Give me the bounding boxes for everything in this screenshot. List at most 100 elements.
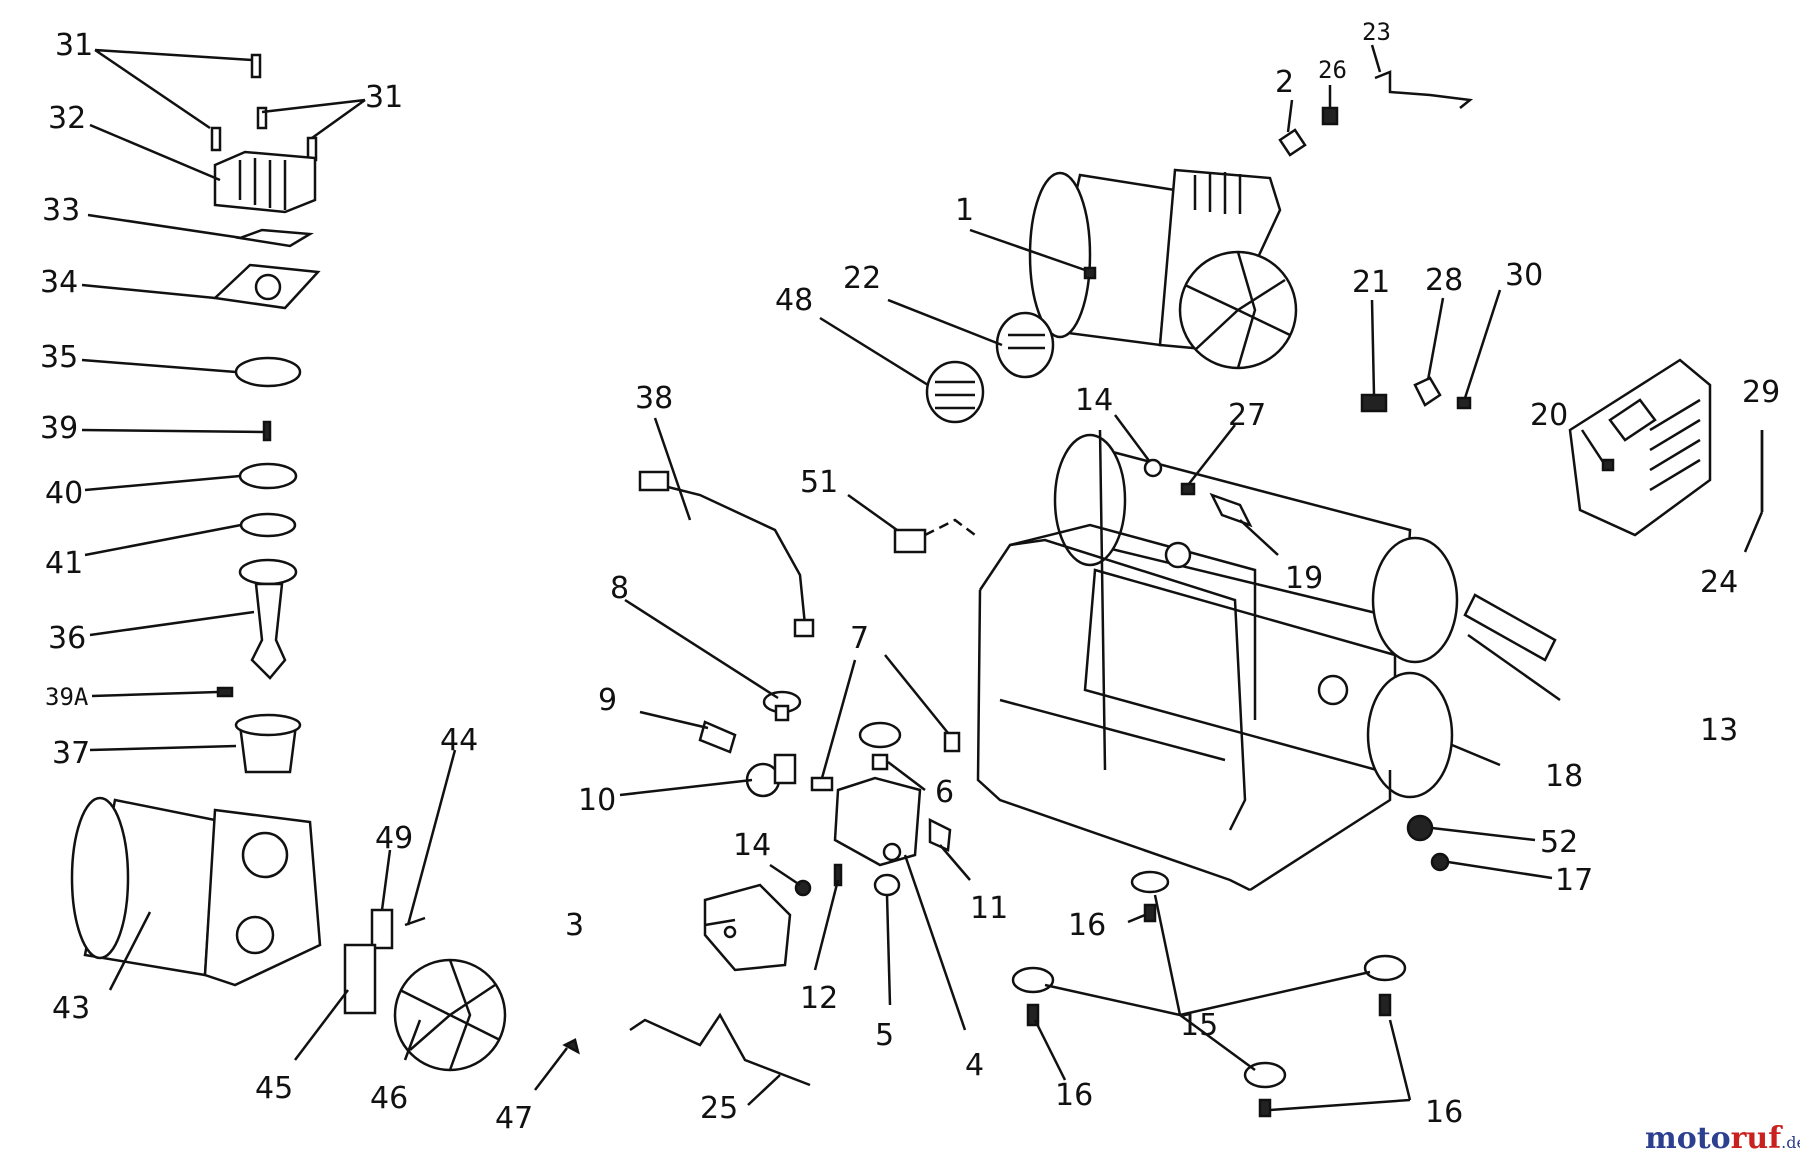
callout-36: 36 <box>48 621 86 656</box>
callout-4: 4 <box>965 1048 984 1083</box>
callout-12: 12 <box>800 981 838 1016</box>
bolt-part <box>210 126 222 152</box>
nut-part <box>1406 814 1434 842</box>
motor-end-cap <box>70 796 130 960</box>
valve-plate-part <box>212 263 321 310</box>
knob-stem <box>774 704 790 722</box>
upper-tank-end-right <box>1371 536 1459 664</box>
callout-7: 7 <box>850 621 869 656</box>
nipple-part <box>810 776 834 792</box>
outlet-tube-part <box>629 1012 811 1087</box>
callout-34: 34 <box>40 265 78 300</box>
callout-11: 11 <box>970 891 1008 926</box>
callout-2: 2 <box>1275 65 1294 100</box>
small-parts-top-right <box>1278 70 1474 413</box>
callout-27: 27 <box>1228 398 1266 433</box>
screw-part <box>1026 1003 1040 1027</box>
frame-upright <box>1098 429 1107 771</box>
callout-14: 14 <box>1075 383 1113 418</box>
motor-bracket-bore <box>235 915 275 955</box>
callout-9: 9 <box>598 683 617 718</box>
callout-31: 31 <box>55 28 93 63</box>
watermark-part-c: .de <box>1781 1133 1800 1152</box>
check-valve-part <box>873 873 901 897</box>
intake-filter-grille <box>1008 333 1045 350</box>
fitting-part <box>928 817 952 852</box>
callout-10: 10 <box>578 783 616 818</box>
watermark-part-b: ruf <box>1731 1121 1784 1156</box>
motor-end-cap <box>1028 171 1092 339</box>
callout-30: 30 <box>1505 258 1543 293</box>
callout-13: 13 <box>1700 713 1738 748</box>
fitting-part <box>1278 128 1307 157</box>
lower-tank-end-right <box>1366 671 1454 799</box>
callout-28: 28 <box>1425 263 1463 298</box>
frame-cross-bar <box>999 698 1226 762</box>
callout-33: 33 <box>42 193 80 228</box>
watermark-text: motoruf.de <box>1645 1121 1800 1156</box>
rubber-foot-part <box>1130 870 1170 894</box>
frame-base-rail <box>976 589 1251 892</box>
callout-32: 32 <box>48 101 86 136</box>
capacitor-part <box>343 943 377 1015</box>
motor-bracket-bore <box>241 831 289 879</box>
filter-cap-grille <box>935 380 975 410</box>
connecting-rod-part <box>238 558 298 586</box>
nipple-part <box>943 731 961 753</box>
switch-part <box>370 908 394 950</box>
callout-29: 29 <box>1742 375 1780 410</box>
callout-52: 52 <box>1540 825 1578 860</box>
callout-16: 16 <box>1425 1095 1463 1130</box>
callout-21: 21 <box>1352 265 1390 300</box>
callout-51: 51 <box>800 465 838 500</box>
tank-valve-part <box>1143 458 1163 478</box>
pump-head-fins <box>1193 172 1242 214</box>
motoruf-watermark: motoruf.de <box>1645 1121 1800 1156</box>
callout-19: 19 <box>1285 561 1323 596</box>
power-cord-plug <box>638 470 670 492</box>
motor-fan-part <box>1178 250 1298 370</box>
drain-valve-part <box>893 528 927 554</box>
bolt-part <box>256 106 268 130</box>
tube-part <box>1374 70 1474 109</box>
head-gasket-part <box>235 228 314 248</box>
callout-14: 14 <box>733 828 771 863</box>
callout-31: 31 <box>365 80 403 115</box>
valve-plate-port <box>254 273 282 301</box>
tank-valve-part <box>1209 492 1253 528</box>
screw-part <box>262 420 272 442</box>
cylinder-head-fins <box>238 158 287 210</box>
callout-17: 17 <box>1555 863 1593 898</box>
switch-part <box>1413 376 1442 407</box>
watermark-part-a: moto <box>1645 1121 1731 1156</box>
callout-47: 47 <box>495 1101 533 1136</box>
power-cord-end <box>793 618 815 638</box>
motor-assembly-left <box>70 796 811 1087</box>
callout-45: 45 <box>255 1071 293 1106</box>
callout-23: 23 <box>1362 18 1391 46</box>
callout-40: 40 <box>45 476 83 511</box>
motor-bracket-part <box>203 808 322 987</box>
callout-5: 5 <box>875 1018 894 1053</box>
callout-43: 43 <box>52 991 90 1026</box>
bracket-part <box>1360 393 1388 413</box>
nut-part <box>1321 106 1339 126</box>
o-ring-part <box>234 356 302 388</box>
callout-25: 25 <box>700 1091 738 1126</box>
screw-part <box>1143 903 1157 923</box>
callout-15: 15 <box>1180 1008 1218 1043</box>
callout-24: 24 <box>1700 565 1738 600</box>
screw-part <box>1378 993 1392 1017</box>
callout-1: 1 <box>955 193 974 228</box>
regulator-stem <box>871 753 889 771</box>
tank-frame-assembly <box>976 429 1557 1118</box>
callout-8: 8 <box>610 571 629 606</box>
callout-38: 38 <box>635 381 673 416</box>
intake-filter-part <box>995 311 1055 379</box>
piston-ring-part <box>239 512 297 538</box>
frame-front-rail <box>978 538 1247 831</box>
screw-part <box>1258 1098 1272 1118</box>
rubber-foot-part <box>1011 966 1055 994</box>
callout-18: 18 <box>1545 759 1583 794</box>
bolt-part <box>250 53 262 79</box>
